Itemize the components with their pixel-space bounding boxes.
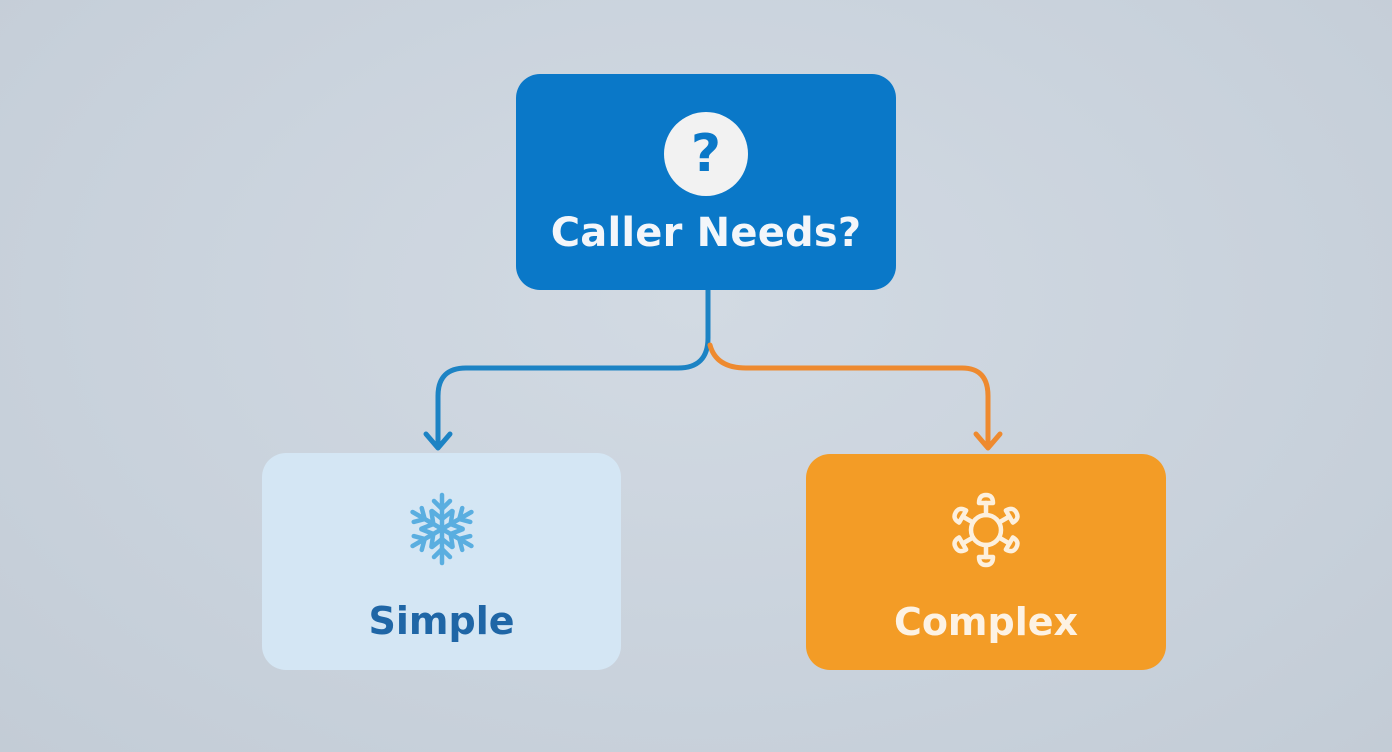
complex-node: Complex	[806, 454, 1166, 670]
simple-node: Simple	[262, 453, 621, 670]
complex-node-label: Complex	[893, 600, 1079, 644]
root-node-label: Caller Needs?	[550, 210, 862, 256]
gear-icon	[952, 492, 1020, 568]
snowflake-icon	[409, 492, 474, 566]
question-mark-icon: ?	[664, 112, 748, 196]
root-node: ? Caller Needs?	[516, 74, 896, 290]
simple-node-label: Simple	[368, 599, 515, 643]
edge-root-to-complex	[707, 342, 991, 447]
edge-root-to-simple	[435, 287, 711, 447]
arrowhead-complex	[973, 431, 1003, 451]
arrowhead-simple	[423, 431, 453, 451]
